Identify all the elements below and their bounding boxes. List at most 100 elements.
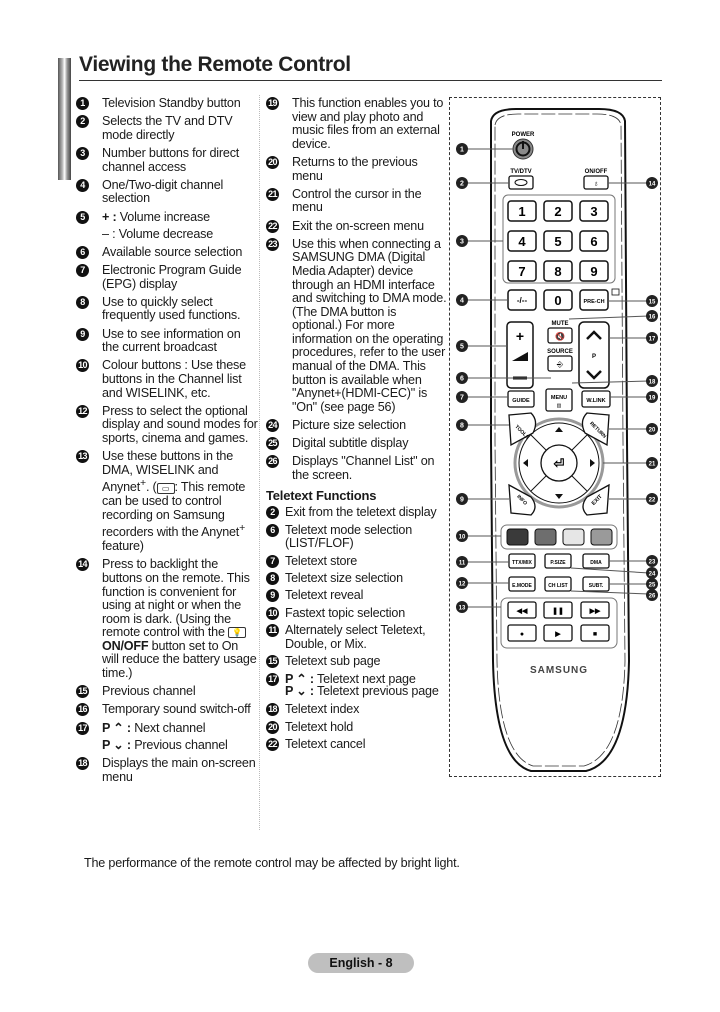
number-badge: 1 — [76, 97, 89, 110]
svg-text:10: 10 — [459, 535, 466, 541]
title-divider — [79, 80, 662, 81]
svg-text:❚❚: ❚❚ — [552, 607, 564, 615]
svg-text:ON/OFF: ON/OFF — [585, 169, 608, 175]
number-badge: 2 — [266, 506, 279, 520]
svg-text:14: 14 — [649, 182, 656, 188]
power-label: POWER — [512, 132, 535, 138]
number-badge: 23 — [266, 237, 279, 251]
svg-text:TTX/MIX: TTX/MIX — [512, 560, 532, 566]
svg-text:MENU: MENU — [551, 395, 567, 401]
number-badge: 8 — [76, 295, 89, 309]
svg-text:GUIDE: GUIDE — [512, 398, 530, 404]
number-badge: 8 — [266, 571, 279, 585]
svg-text:+: + — [516, 328, 524, 344]
number-badge: 24 — [266, 419, 279, 433]
number-badge: 17 — [76, 721, 89, 735]
record-key-icon: ▭ — [156, 482, 175, 494]
svg-text:▥: ▥ — [557, 403, 562, 409]
svg-text:26: 26 — [649, 594, 656, 600]
svg-text:E.MODE: E.MODE — [512, 583, 532, 589]
svg-text:8: 8 — [460, 423, 464, 430]
svg-text:▶: ▶ — [554, 631, 561, 638]
svg-text:7: 7 — [460, 395, 464, 402]
svg-text:MUTE: MUTE — [552, 321, 569, 327]
number-badge: 14 — [76, 558, 89, 572]
brand-logo: SAMSUNG — [530, 665, 588, 676]
svg-text:■: ■ — [593, 631, 597, 638]
svg-text:P: P — [592, 354, 596, 360]
page-title: Viewing the Remote Control — [79, 53, 351, 76]
svg-text:12: 12 — [459, 582, 466, 588]
svg-text:TV/DTV: TV/DTV — [510, 169, 531, 175]
svg-text:SUBT.: SUBT. — [589, 583, 604, 589]
list-subitem: P ⌄ : Teletext previous page — [285, 684, 439, 699]
svg-text:18: 18 — [649, 380, 656, 386]
backlight-key-icon: 💡 — [228, 627, 247, 639]
page-number: English - 8 — [308, 953, 414, 973]
svg-text:17: 17 — [649, 337, 656, 343]
footnote: The performance of the remote control ma… — [84, 856, 460, 870]
number-badge: 18 — [76, 757, 89, 770]
number-badge: 25 — [266, 437, 279, 451]
svg-text:8: 8 — [554, 264, 561, 279]
svg-text:5: 5 — [460, 344, 464, 351]
svg-text:-/--: -/-- — [517, 296, 528, 305]
number-badge: 7 — [266, 554, 279, 568]
svg-text:15: 15 — [649, 300, 656, 306]
svg-text:25: 25 — [649, 583, 656, 589]
number-badge: 17 — [266, 672, 279, 686]
svg-text:22: 22 — [649, 498, 656, 504]
svg-text:19: 19 — [649, 396, 656, 402]
svg-text:2: 2 — [554, 204, 561, 219]
number-badge: 5 — [76, 210, 89, 224]
number-badge: 15 — [76, 685, 89, 699]
svg-text:◀◀: ◀◀ — [516, 608, 528, 615]
svg-text:6: 6 — [590, 234, 597, 249]
number-badge: 6 — [266, 523, 279, 537]
number-badge: 18 — [266, 703, 279, 717]
svg-text:6: 6 — [460, 376, 464, 383]
number-badge: 22 — [266, 219, 279, 233]
svg-text:1: 1 — [518, 204, 525, 219]
svg-text:3: 3 — [590, 204, 597, 219]
number-badge: 26 — [266, 455, 279, 469]
svg-text:24: 24 — [649, 572, 656, 578]
number-badge: 2 — [76, 115, 89, 129]
svg-text:9: 9 — [460, 497, 464, 504]
list-item: 5+ : Volume increase — [76, 210, 258, 225]
number-badge: 21 — [266, 187, 279, 201]
remote-diagram: POWER TV/DTV ON/OFF ♁ 1 2 3 4 5 6 7 8 9 … — [449, 97, 661, 777]
svg-text:♁: ♁ — [593, 179, 599, 188]
svg-text:🔇: 🔇 — [555, 331, 565, 341]
svg-text:13: 13 — [459, 606, 466, 612]
svg-text:23: 23 — [649, 560, 656, 566]
